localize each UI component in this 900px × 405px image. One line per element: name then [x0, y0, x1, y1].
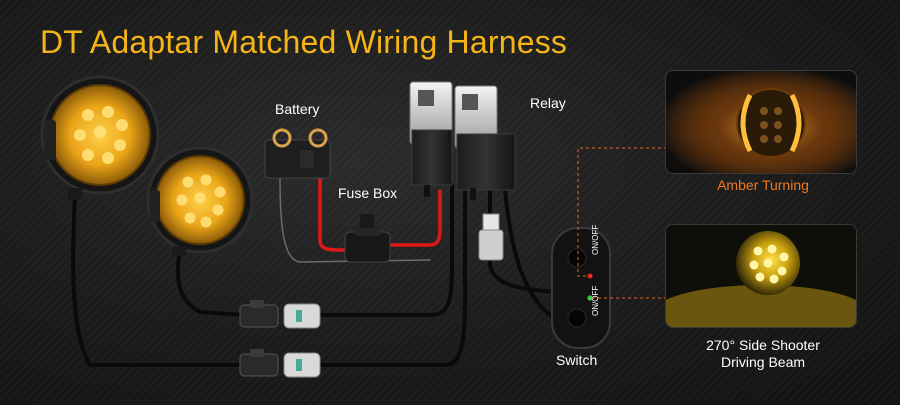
- relay-1: [409, 81, 453, 197]
- driving-beam-photo: [665, 224, 857, 328]
- driving-beam-caption: 270° Side Shooter Driving Beam: [668, 337, 858, 371]
- dt-connector-2: [239, 349, 321, 378]
- light-1-wire: [71, 193, 247, 367]
- fuse-box-label: Fuse Box: [338, 185, 398, 201]
- dt-connector-1: [239, 300, 321, 329]
- connector-2-to-relay: [313, 188, 467, 367]
- driving-light-1: [40, 75, 160, 200]
- driving-beam-caption-line-1: 270° Side Shooter: [706, 337, 820, 353]
- inline-plug: [478, 213, 504, 261]
- battery-terminals: [264, 128, 331, 179]
- amber-turning-photo: [665, 70, 857, 174]
- callout-lines: [577, 147, 665, 299]
- switch-panel: ON/OFF ON/OFF: [551, 225, 611, 349]
- connector-1-to-relay: [313, 183, 454, 317]
- harness-wires: [71, 164, 562, 367]
- switch-button-1-label: ON/OFF: [591, 225, 600, 255]
- red-power-wire-2: [390, 190, 442, 247]
- relay-label: Relay: [530, 95, 566, 111]
- driving-beam-caption-line-2: Driving Beam: [720, 354, 806, 370]
- relay-2: [454, 85, 516, 200]
- amber-turning-caption: Amber Turning: [668, 177, 858, 194]
- driving-light-2: [146, 146, 254, 256]
- plug-to-switch: [488, 260, 562, 294]
- page-title: DT Adaptar Matched Wiring Harness: [40, 24, 568, 60]
- switch-button-2-label: ON/OFF: [591, 286, 600, 316]
- light-2-wire: [175, 248, 247, 317]
- battery-ground-wire: [279, 164, 431, 263]
- callout-amber: [577, 147, 665, 277]
- battery-label: Battery: [275, 101, 320, 117]
- switch-label: Switch: [556, 352, 598, 368]
- relay-to-switch-2: [503, 188, 562, 324]
- amber-caption-line: Amber Turning: [717, 177, 809, 193]
- fuse-box: [344, 214, 391, 263]
- red-power-wire: [318, 150, 350, 252]
